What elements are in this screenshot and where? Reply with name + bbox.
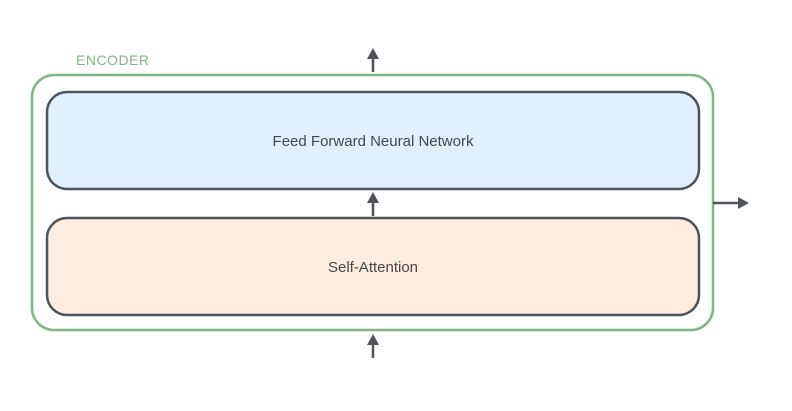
input-arrow	[367, 334, 379, 358]
encoder-label: ENCODER	[76, 52, 150, 68]
feed-forward-layer: Feed Forward Neural Network	[45, 90, 701, 191]
feed-forward-box	[45, 90, 701, 191]
internal-arrow	[367, 192, 379, 216]
self-attention-box	[45, 216, 701, 317]
self-attention-label: Self-Attention	[328, 259, 418, 276]
feed-forward-label: Feed Forward Neural Network	[273, 133, 474, 150]
output-arrow-right	[713, 197, 749, 209]
output-arrow-up	[367, 48, 379, 72]
self-attention-layer: Self-Attention	[45, 216, 701, 317]
